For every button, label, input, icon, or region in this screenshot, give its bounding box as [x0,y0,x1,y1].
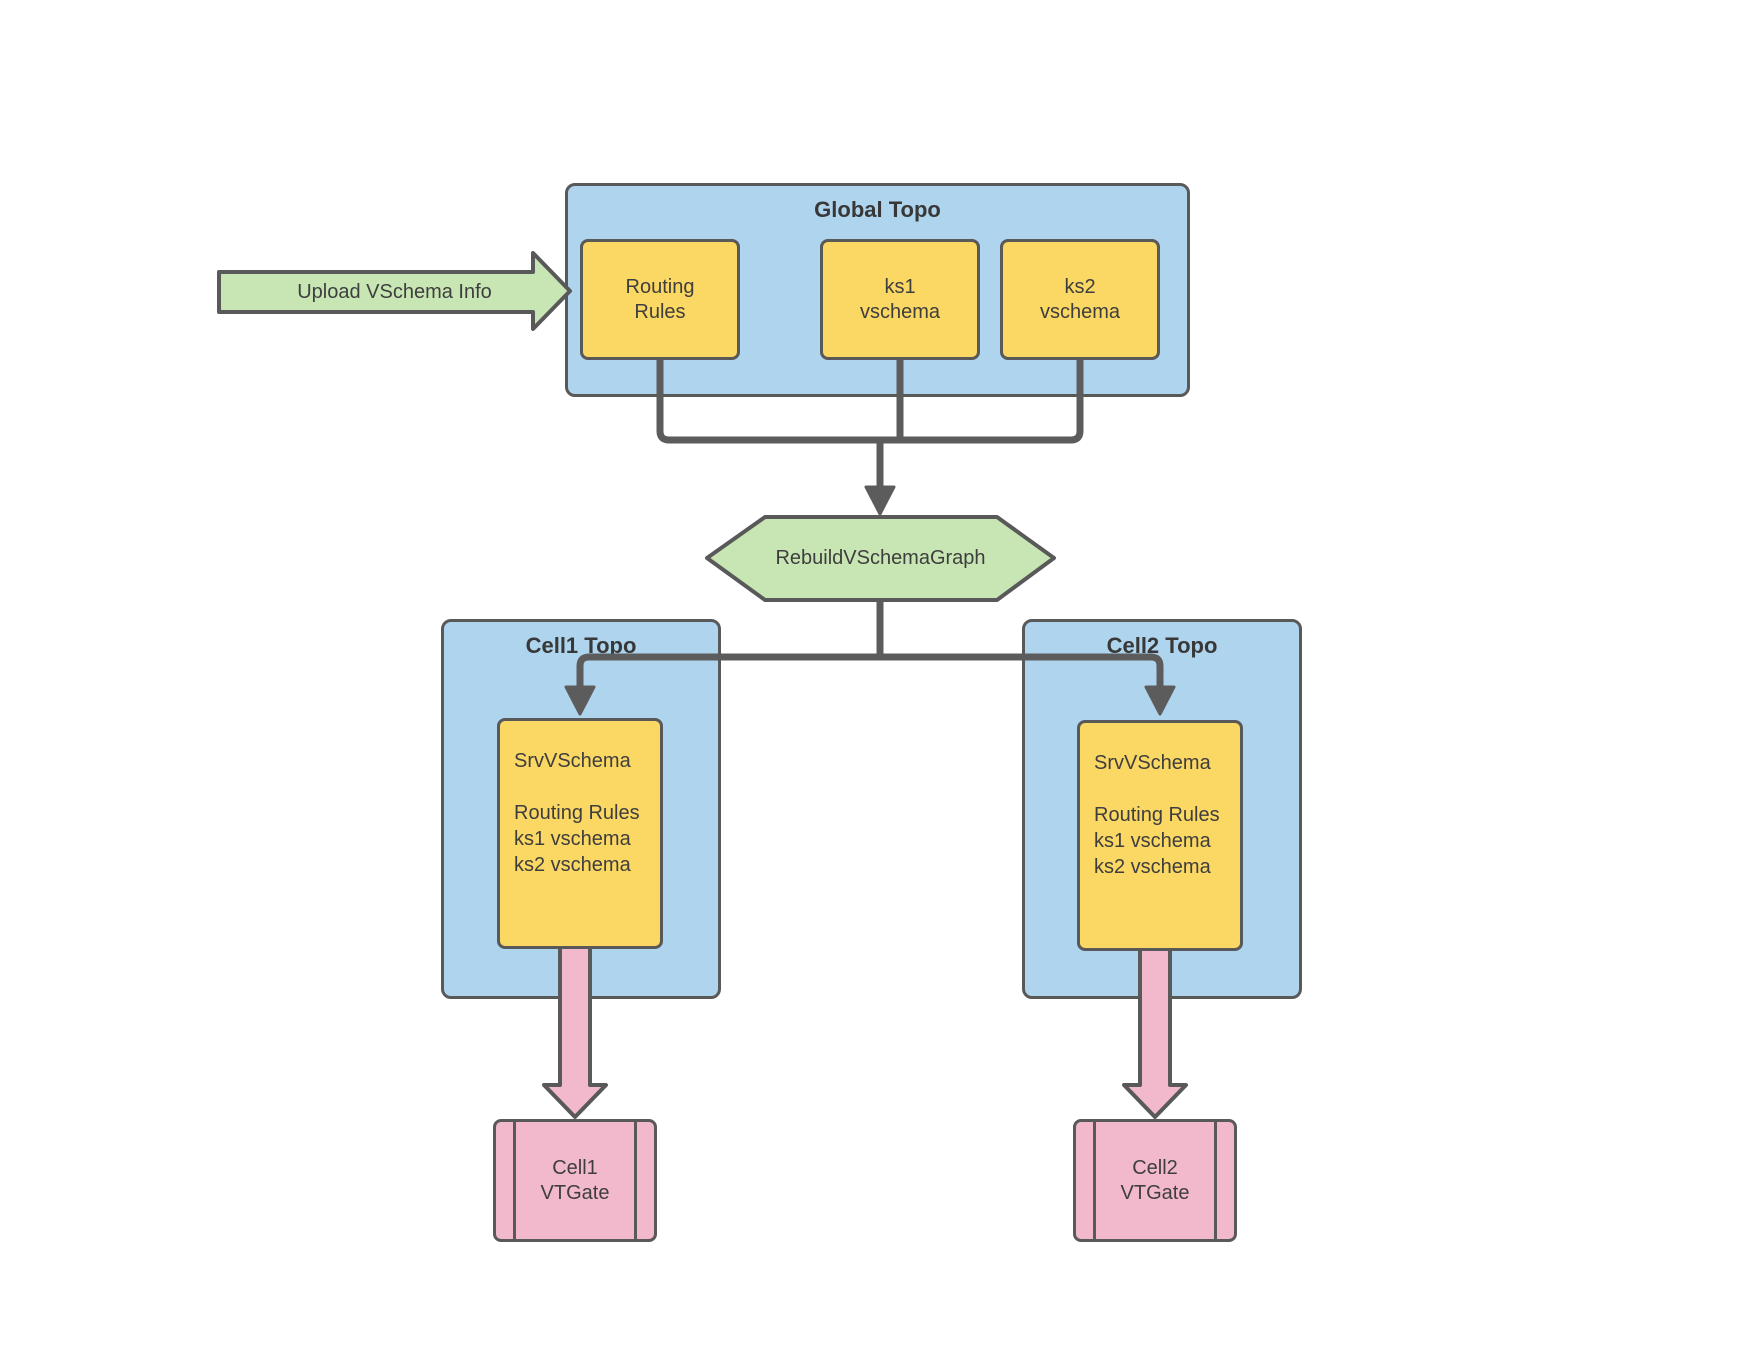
cell1-srvvschema-contents: Routing Rules ks1 vschema ks2 vschema [514,802,640,876]
ks2-vschema-node: ks2 vschema [1000,239,1160,360]
cell2-vtgate-node: Cell2 VTGate [1073,1119,1237,1242]
cell2-srvvschema-contents: Routing Rules ks1 vschema ks2 vschema [1094,804,1220,878]
cell2-topo-title: Cell2 Topo [1106,633,1218,658]
cell1-srvvschema-node: SrvVSchema Routing Rules ks1 vschema ks2… [497,718,663,949]
global-topo-title: Global Topo [814,197,941,222]
cell1-srvvschema-heading: SrvVSchema [514,750,631,772]
cell2-srvvschema-node: SrvVSchema Routing Rules ks1 vschema ks2… [1077,720,1243,951]
cell1-topo-title: Cell1 Topo [525,633,637,658]
cell1-vtgate-node: Cell1 VTGate [493,1119,657,1242]
ks1-vschema-node: ks1 vschema [820,239,980,360]
upload-vschema-arrow-label: Upload VSchema Info [297,280,492,303]
routing-rules-node: Routing Rules [580,239,740,360]
cell2-srvvschema-heading: SrvVSchema [1094,752,1211,774]
rebuild-vschemagraph-label: RebuildVSchemaGraph [775,547,986,569]
rebuild-arrowhead-icon [864,485,896,516]
